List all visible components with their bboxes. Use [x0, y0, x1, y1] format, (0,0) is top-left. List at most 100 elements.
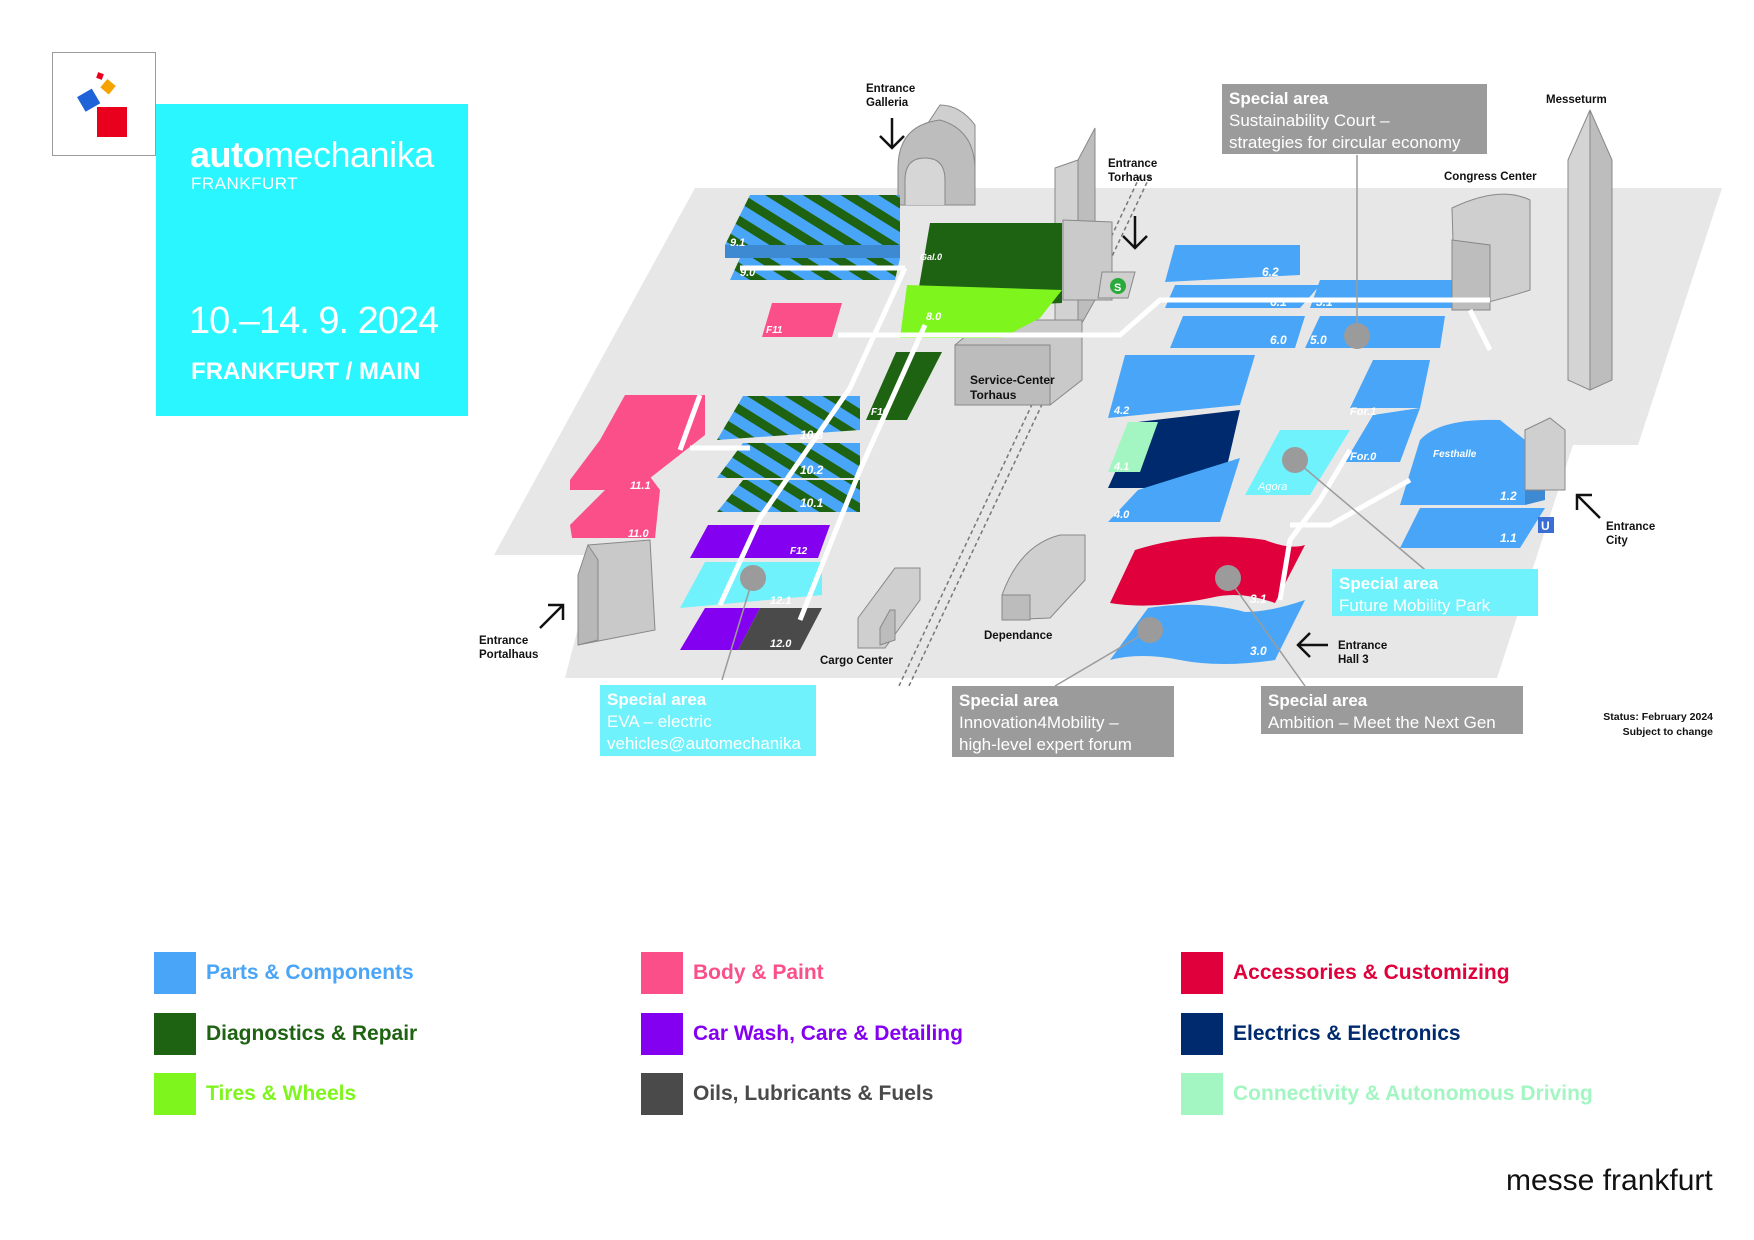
hall-label: 6.0 [1270, 333, 1287, 347]
svg-text:strategies for circular econom: strategies for circular economy [1229, 133, 1461, 152]
entrance-torhaus-label: Torhaus [1108, 172, 1153, 184]
arrow-left-icon [1296, 632, 1328, 658]
walkways [677, 265, 1493, 621]
svg-text:Innovation4Mobility –: Innovation4Mobility – [959, 713, 1119, 732]
messe-logo [52, 52, 156, 156]
u-bahn-icon: U [1541, 519, 1550, 533]
hall-label: 12.0 [770, 638, 792, 650]
logo-squares-icon [77, 72, 127, 137]
svg-text:Special area: Special area [607, 690, 707, 709]
hall-10-2 [717, 443, 860, 478]
hall-4-1-connectivity [1108, 422, 1158, 472]
brand-dates: 10.–14. 9. 2024 [189, 300, 439, 342]
legend-swatch [154, 1073, 196, 1115]
hall-label: 9.1 [730, 237, 745, 249]
hall-label: Gal.0 [920, 252, 942, 262]
hall-4-0 [1108, 458, 1240, 522]
special-area-innovation: Special area Innovation4Mobility – high-… [952, 686, 1174, 757]
hall-6-0 [1170, 316, 1305, 348]
hall-11-0 [570, 470, 660, 538]
brand-panel: automechanika FRANKFURT 10.–14. 9. 2024 … [156, 104, 468, 416]
legend-swatch [1181, 952, 1223, 994]
special-area-ambition: Special area Ambition – Meet the Next Ge… [1261, 686, 1523, 734]
hall-forum-0 [1345, 408, 1420, 462]
status-note: Status: February 2024 Subject to change [1603, 711, 1713, 738]
special-area-eva: Special area EVA – electric vehicles@aut… [600, 685, 816, 756]
legend-item-accessories: Accessories & Customizing [1181, 952, 1510, 994]
svg-text:Special area: Special area [1339, 574, 1439, 593]
hall-label: 10.1 [800, 496, 824, 510]
hall-label: 11.0 [628, 528, 649, 540]
svg-text:Future Mobility Park: Future Mobility Park [1339, 596, 1491, 615]
legend-item-car-wash: Car Wash, Care & Detailing [641, 1013, 963, 1055]
entrance-city-label: Entrance [1606, 521, 1655, 533]
arrow-up-right-icon [539, 603, 565, 629]
arrow-down-icon [879, 118, 905, 150]
hall-6-2 [1165, 245, 1300, 282]
legend-item-body-paint: Body & Paint [641, 952, 824, 994]
hall-5-0 [1305, 316, 1445, 348]
hall-label: Festhalle [1433, 449, 1477, 460]
svg-text:high-level expert forum: high-level expert forum [959, 735, 1132, 754]
city-building [1524, 417, 1566, 491]
congress-center-building [1451, 193, 1531, 311]
dependance-label: Dependance [984, 630, 1052, 642]
brand-name: automechanika [190, 134, 434, 175]
hall-label: For.0 [1350, 451, 1377, 463]
u-bahn-stop: U [1538, 517, 1554, 533]
hall-label: 8.0 [926, 311, 942, 323]
hall-label: 3.0 [1250, 644, 1267, 658]
hall-8-0 [900, 285, 1062, 338]
cargo-center-label: Cargo Center [820, 655, 893, 667]
hall-label: 4.2 [1113, 405, 1129, 417]
service-center-label: Torhaus [970, 388, 1017, 402]
hall-f12 [690, 525, 830, 558]
hall-forum-1 [1350, 360, 1430, 408]
entrance-hall3-label: Hall 3 [1338, 654, 1369, 666]
legend-item-parts: Parts & Components [154, 952, 414, 994]
s-bahn-icon: S [1114, 282, 1121, 294]
legend-swatch [154, 1013, 196, 1055]
hall-f11 [762, 303, 842, 337]
special-area-sustainability: Special area Sustainability Court – stra… [1222, 84, 1487, 154]
brand-city: FRANKFURT [191, 174, 299, 193]
svg-text:Special area: Special area [1229, 89, 1329, 108]
svg-text:vehicles@automechanika: vehicles@automechanika [607, 734, 802, 753]
legend-item-oils: Oils, Lubricants & Fuels [641, 1073, 933, 1115]
hall-3-1 [1110, 536, 1305, 606]
portalhaus-building [577, 539, 656, 646]
hall-label: 10.2 [800, 463, 824, 477]
torhaus-tower [1054, 127, 1113, 336]
hall-label: 5.0 [1310, 333, 1327, 347]
s-bahn-stop: S [1097, 271, 1136, 299]
messeturm-building [1567, 109, 1613, 391]
svg-text:EVA – electric: EVA – electric [607, 712, 712, 731]
hall-10-1 [717, 480, 860, 512]
legend-swatch [641, 1013, 683, 1055]
congress-center-label: Congress Center [1444, 171, 1537, 183]
legend-item-tires: Tires & Wheels [154, 1073, 356, 1115]
special-area-future-mobility: Special area Future Mobility Park [1332, 569, 1538, 616]
entrance-portalhaus-label: Portalhaus [479, 649, 538, 661]
callout-lines [721, 155, 1431, 687]
hall-label: 4.0 [1113, 509, 1130, 521]
legend-swatch [1181, 1073, 1223, 1115]
legend-swatch [154, 952, 196, 994]
entrance-torhaus-label: Entrance [1108, 158, 1157, 170]
legend-swatch [641, 952, 683, 994]
hall-4-2 [1108, 355, 1255, 418]
hall-f10 [866, 352, 942, 420]
service-center-building [954, 319, 1083, 406]
svg-text:Special area: Special area [1268, 691, 1368, 710]
arrow-down-icon [1122, 216, 1148, 250]
entrance-galleria-label: Entrance [866, 83, 915, 95]
entrance-portalhaus-label: Entrance [479, 635, 528, 647]
hall-11-1 [570, 395, 705, 490]
hall-label: 3.1 [1250, 592, 1267, 606]
legend-swatch [1181, 1013, 1223, 1055]
svg-text:Special area: Special area [959, 691, 1059, 710]
hall-label: 11.1 [630, 480, 651, 492]
entrance-hall3-label: Entrance [1338, 640, 1387, 652]
